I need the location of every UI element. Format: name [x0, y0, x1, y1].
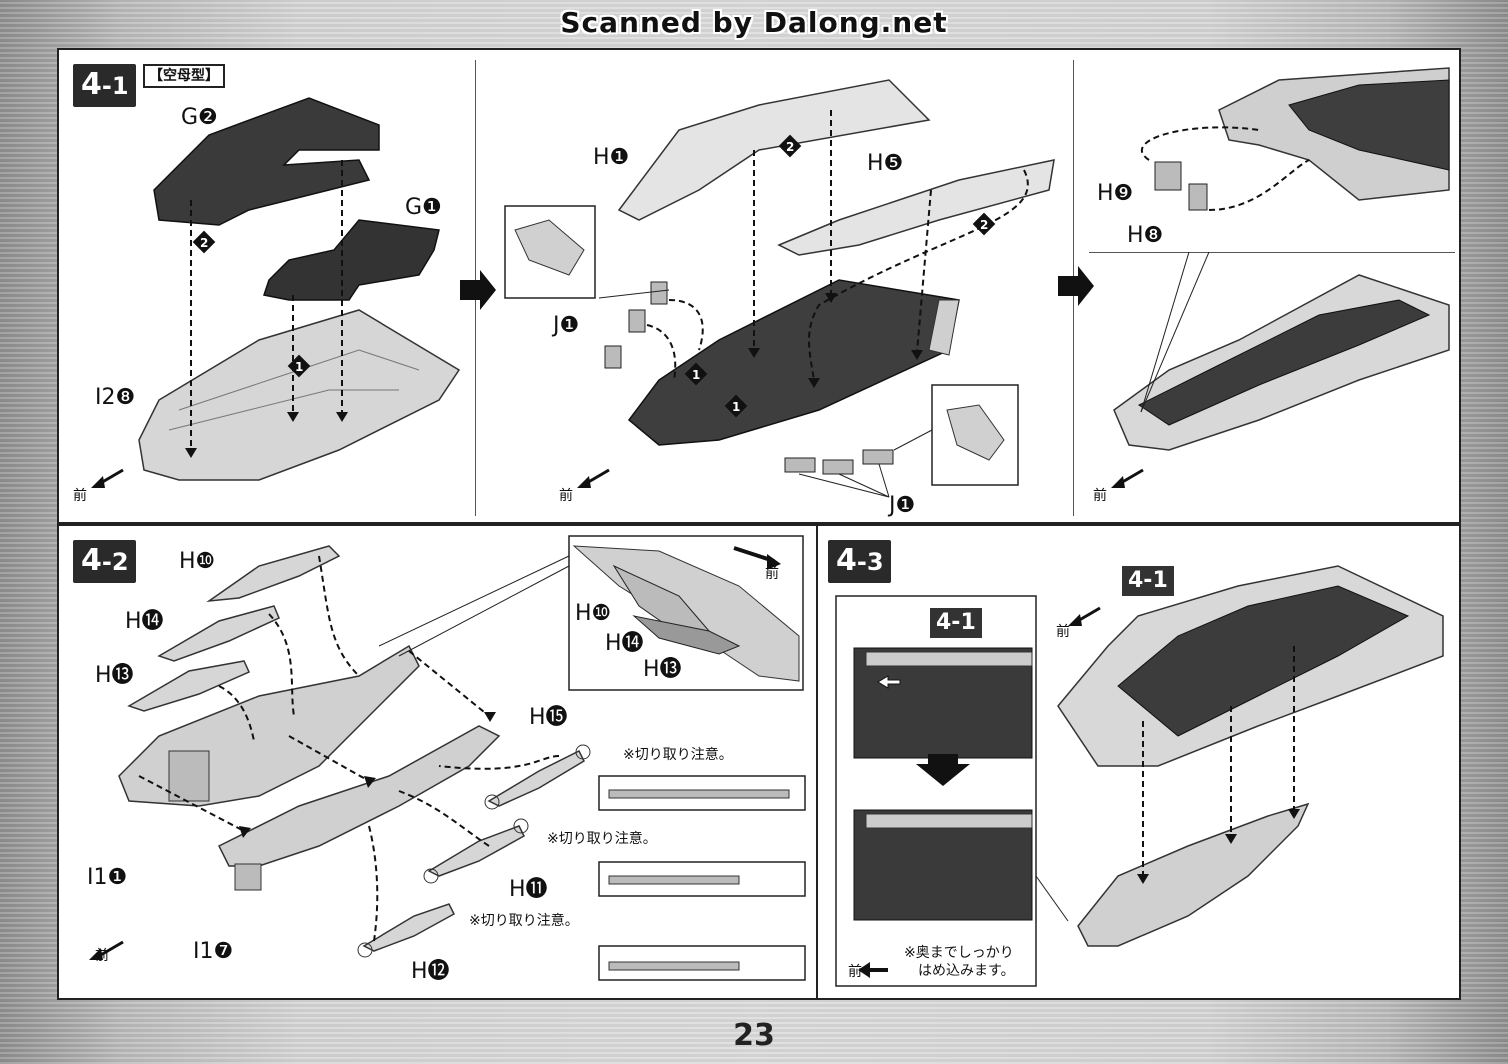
order-mark-4: 2	[980, 218, 988, 232]
label-detail-h14: H⓮	[605, 631, 644, 656]
press-note-line1: ※奥までしっかり	[904, 945, 1014, 961]
step-4-1-panel: 4-1 【空母型】	[57, 48, 1461, 524]
label-g2: G❷	[181, 105, 218, 130]
step-4-1-badge: 4-1	[73, 64, 136, 107]
front-label-4-1-b: 前	[559, 488, 573, 504]
label-detail-h10: H❿	[575, 601, 612, 626]
label-i2-8: I2❽	[95, 385, 136, 410]
step-4-3-drawing	[835, 565, 1444, 987]
order-mark-3: 2	[786, 140, 794, 154]
part-h10	[206, 545, 341, 603]
label-detail-h13: H⓭	[643, 657, 682, 682]
label-h5: H❺	[867, 151, 904, 176]
label-h8: H❽	[1127, 223, 1164, 248]
part-h1	[617, 79, 931, 221]
label-h12: H⓬	[411, 959, 450, 984]
part-h5	[777, 159, 1055, 256]
front-label-4-3-b: 前	[1056, 624, 1070, 640]
label-i1-7: I1❼	[193, 939, 234, 964]
step-4-3-ref-badge: 4-1	[1122, 566, 1174, 596]
label-h14: H⓮	[125, 609, 164, 634]
front-label-4-2: 前	[95, 948, 109, 964]
front-label-4-2-detail: 前	[765, 566, 779, 582]
label-h15: H⓯	[529, 705, 568, 730]
order-mark-2: 1	[295, 360, 303, 374]
part-h12	[362, 903, 455, 952]
part-lower-hull	[1077, 802, 1310, 947]
front-label-4-1-c: 前	[1093, 488, 1107, 504]
label-h11: H⓫	[509, 877, 548, 902]
step-4-3-badge: 4-3	[828, 540, 891, 583]
label-g1: G❶	[405, 195, 442, 220]
part-g2-plate	[153, 97, 380, 226]
carrier-mode-label: 【空母型】	[143, 64, 225, 88]
label-h1: H❶	[593, 145, 630, 170]
front-label-4-3-a: 前	[848, 964, 862, 980]
step-4-2-badge: 4-2	[73, 540, 136, 583]
cut-note-2: ※切り取り注意。	[547, 831, 657, 847]
label-h13: H⓭	[95, 663, 134, 688]
step-4-1-drawing	[138, 67, 1450, 498]
order-mark-5: 1	[692, 368, 700, 382]
step-4-2-panel: 4-2	[57, 524, 818, 1000]
press-note-line2: はめ込みます。	[918, 963, 1015, 979]
cut-note-3: ※切り取り注意。	[469, 913, 579, 929]
page-number: 23	[733, 1018, 775, 1053]
cut-note-1: ※切り取り注意。	[623, 747, 733, 763]
front-arrow-icon	[91, 468, 1144, 488]
label-j1-a: J❶	[553, 313, 580, 338]
step-4-1-hdivider	[1089, 252, 1455, 253]
label-i1-1: I1❶	[87, 865, 128, 890]
label-h10: H❿	[179, 549, 216, 574]
scan-credit: Scanned by Dalong.net	[560, 6, 948, 39]
inset-4-1-badge: 4-1	[930, 608, 982, 638]
order-mark-1: 2	[200, 236, 208, 250]
front-label-4-1-a: 前	[73, 488, 87, 504]
part-h13	[127, 660, 250, 712]
part-h11	[427, 825, 525, 877]
order-diamond-group: 2 1 2 2 1 1	[192, 134, 996, 418]
label-j1-b: J❶	[889, 493, 916, 518]
part-g1-plate	[263, 219, 440, 301]
label-h9: H❾	[1097, 181, 1134, 206]
step-4-2-drawing	[89, 535, 806, 981]
order-mark-6: 1	[732, 400, 740, 414]
part-i2-hull	[138, 309, 461, 481]
part-h14	[157, 605, 280, 662]
step-4-3-panel: 4-3 4-1 4-1 ※奥までしっかり はめ込みます。 前 前	[816, 524, 1461, 1000]
part-h15	[487, 749, 585, 807]
